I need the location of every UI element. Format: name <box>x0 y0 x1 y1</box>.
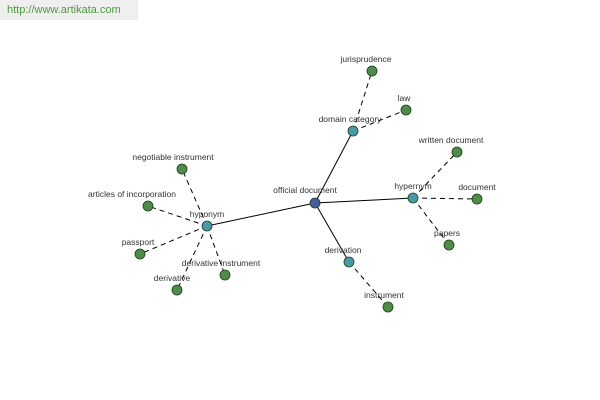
label-domain-category[interactable]: domain category <box>319 114 383 124</box>
node-articles-of-incorporation[interactable] <box>142 200 154 212</box>
watermark-url: http://www.artikata.com <box>0 0 138 20</box>
label-jurisprudence[interactable]: jurisprudence <box>339 54 391 64</box>
edge-hypernym-papers <box>412 197 450 246</box>
edge-derivation-instrument <box>348 261 389 308</box>
node-law[interactable] <box>400 104 412 116</box>
label-hyponym[interactable]: hyponym <box>190 209 225 219</box>
label-derivation[interactable]: derivation <box>325 245 362 255</box>
node-derivative[interactable] <box>171 284 183 296</box>
edge-official-document-derivation <box>314 202 350 263</box>
node-negotiable-instrument[interactable] <box>176 163 188 175</box>
node-passport[interactable] <box>134 248 146 260</box>
label-document[interactable]: document <box>458 182 496 192</box>
graph-labels: official document domain category hypernym… <box>88 54 496 300</box>
label-articles-of-incorporation[interactable]: articles of incorporation <box>88 189 176 199</box>
edge-hyponym-passport <box>139 225 208 255</box>
label-hypernym[interactable]: hypernym <box>394 181 431 191</box>
edge-hyponym-derivative <box>176 225 208 291</box>
node-hyponym[interactable] <box>201 220 213 232</box>
edge-official-document-hyponym <box>206 202 316 227</box>
edge-hyponym-negotiable-instrument <box>181 168 208 227</box>
graph-edges <box>139 70 478 308</box>
edge-hypernym-written-document <box>412 151 458 199</box>
node-written-document[interactable] <box>451 146 463 158</box>
label-written-document[interactable]: written document <box>418 135 484 145</box>
edge-domain-category-law <box>352 109 407 132</box>
label-derivative[interactable]: derivative <box>154 273 191 283</box>
edge-hyponym-articles-of-incorporation <box>147 205 208 227</box>
edge-hypernym-document <box>412 197 478 200</box>
label-papers[interactable]: papers <box>434 228 460 238</box>
node-jurisprudence[interactable] <box>366 65 378 77</box>
node-official-document[interactable] <box>309 197 321 209</box>
label-official-document[interactable]: official document <box>273 185 337 195</box>
node-domain-category[interactable] <box>347 125 359 137</box>
label-passport[interactable]: passport <box>122 237 155 247</box>
node-derivative-instrument[interactable] <box>219 269 231 281</box>
label-negotiable-instrument[interactable]: negotiable instrument <box>132 152 214 162</box>
label-law[interactable]: law <box>398 93 412 103</box>
label-derivative-instrument[interactable]: derivative instrument <box>182 258 261 268</box>
node-document[interactable] <box>471 193 483 205</box>
edge-official-document-hypernym <box>314 197 414 204</box>
node-papers[interactable] <box>443 239 455 251</box>
node-derivation[interactable] <box>343 256 355 268</box>
node-instrument[interactable] <box>382 301 394 313</box>
edge-official-document-domain-category <box>314 130 354 204</box>
graph-nodes <box>134 65 483 313</box>
label-instrument[interactable]: instrument <box>364 290 404 300</box>
edge-domain-category-jurisprudence <box>352 70 373 132</box>
node-hypernym[interactable] <box>407 192 419 204</box>
